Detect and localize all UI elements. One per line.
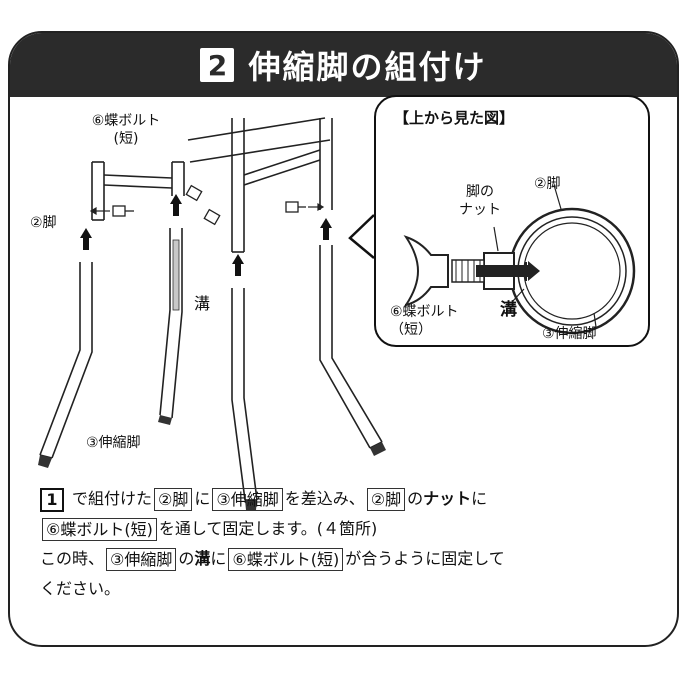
part-tag-extension-leg: ③伸縮脚	[106, 548, 177, 571]
text: ください。	[40, 579, 121, 598]
step-number-badge: 2	[200, 48, 235, 82]
instruction-line-2: ⑥蝶ボルト(短)を通して固定します。(４箇所)	[40, 514, 640, 544]
part-tag-bolt-short: ⑥蝶ボルト(短)	[228, 548, 344, 571]
label-bolt-short: ⑥蝶ボルト (短)	[91, 113, 161, 147]
page-title: 伸縮脚の組付け	[248, 48, 487, 86]
label-leg: ②脚	[30, 215, 57, 231]
part-tag-leg: ②脚	[366, 488, 406, 511]
label-groove: 溝	[194, 294, 211, 313]
inset-label-extension-leg: ③伸縮脚	[542, 326, 597, 342]
inset-label-leg: ②脚	[534, 176, 561, 192]
text: に	[210, 549, 227, 568]
text: を差込み、	[284, 489, 365, 508]
text: の	[407, 489, 424, 508]
text: に	[194, 489, 211, 508]
part-tag-leg: ②脚	[154, 488, 193, 511]
text: が合うように固定して	[345, 549, 505, 568]
header-bar: 2 伸縮脚の組付け	[10, 33, 677, 97]
text: で組付けた	[72, 489, 153, 508]
text: を通して固定します。(４箇所)	[158, 519, 378, 538]
inset-label-leg-nut: 脚の ナット	[459, 184, 501, 218]
inset-label-groove: 溝	[500, 300, 517, 320]
text: この時、	[40, 549, 105, 568]
emphasis-groove: 溝	[194, 549, 211, 568]
part-tag-extension-leg: ③伸縮脚	[212, 488, 283, 511]
top-view-diagram	[403, 184, 636, 335]
inset-title: 【上から見た図】	[394, 109, 515, 127]
inset-label-bolt-short: ⑥蝶ボルト （短）	[390, 304, 459, 338]
text: の	[178, 549, 195, 568]
top-view-inset: 【上から見た図】 ②脚 脚の ナット 溝 ⑥蝶ボルト （短） ③伸縮脚	[374, 95, 650, 347]
part-tag-bolt-short: ⑥蝶ボルト(短)	[42, 518, 157, 541]
emphasis-nut: ナット	[423, 489, 472, 508]
instruction-line-4: ください。	[40, 574, 640, 604]
sub-step-number: 1	[40, 487, 64, 512]
label-extension-leg: ③伸縮脚	[86, 435, 141, 451]
text: に	[471, 489, 488, 508]
